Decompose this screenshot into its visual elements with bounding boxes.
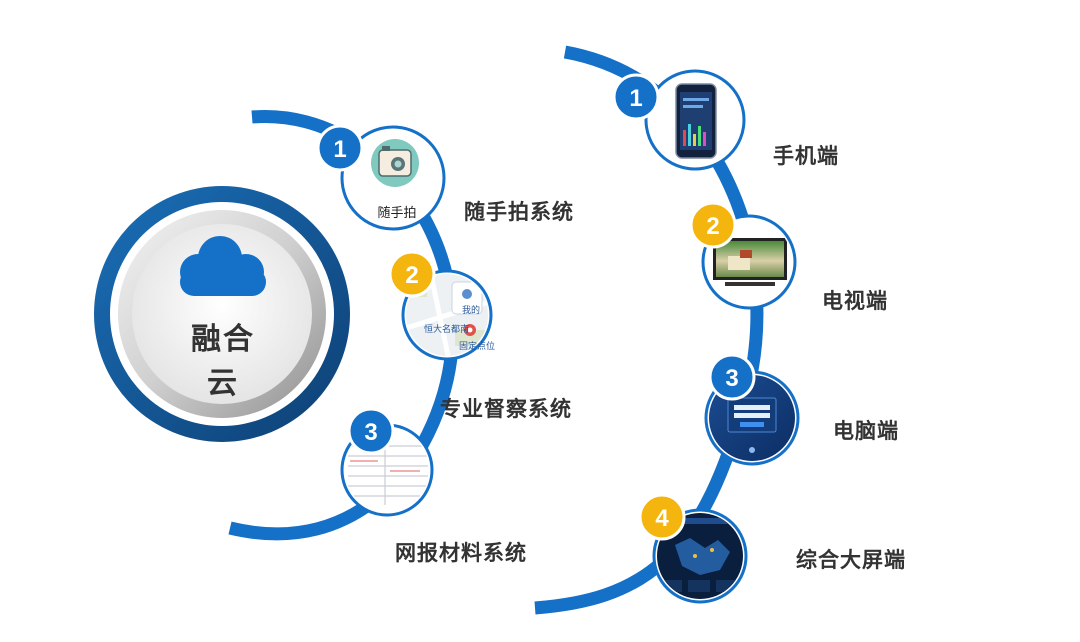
right-badge-2: 2 [689, 201, 737, 249]
map-label-mine: 我的 [462, 306, 481, 316]
left-badge-1: 1 [316, 124, 364, 172]
hub-title: 融合云 [191, 322, 255, 401]
dashboard-screen-icon [657, 513, 743, 599]
label-online-report-system: 网报材料系统 [395, 541, 527, 565]
label-suishoupai-system: 随手拍系统 [464, 200, 574, 224]
svg-text:1: 1 [333, 136, 346, 163]
right-badge-1: 1 [612, 73, 660, 121]
svg-text:2: 2 [706, 213, 719, 240]
map-icon [406, 274, 488, 356]
map-label-place: 恒大名都南 [424, 325, 470, 335]
right-node-1 [644, 69, 746, 171]
label-supervision-system: 专业督察系统 [440, 397, 572, 421]
right-badge-4: 4 [638, 493, 686, 541]
hub-node [94, 186, 350, 442]
camera-caption: 随手拍 [377, 206, 417, 221]
right-node-3 [704, 370, 800, 466]
left-badge-2: 2 [388, 250, 436, 298]
camera-icon [371, 139, 419, 187]
svg-text:1: 1 [629, 85, 642, 112]
right-badge-3: 3 [708, 353, 756, 401]
label-mobile-terminal: 手机端 [773, 144, 839, 168]
left-badge-3: 3 [347, 407, 395, 455]
label-pc-terminal: 电脑端 [833, 419, 899, 443]
smartphone-icon [675, 83, 717, 159]
svg-text:3: 3 [725, 365, 738, 392]
left-node-1 [340, 125, 446, 231]
svg-text:4: 4 [655, 505, 669, 532]
label-bigscreen-terminal: 综合大屏端 [796, 548, 906, 572]
svg-text:3: 3 [364, 419, 377, 446]
cloud-icon [180, 236, 266, 296]
map-label-fixed-point: 固定点位 [459, 342, 496, 352]
label-tv-terminal: 电视端 [822, 289, 888, 313]
svg-text:2: 2 [405, 262, 418, 289]
